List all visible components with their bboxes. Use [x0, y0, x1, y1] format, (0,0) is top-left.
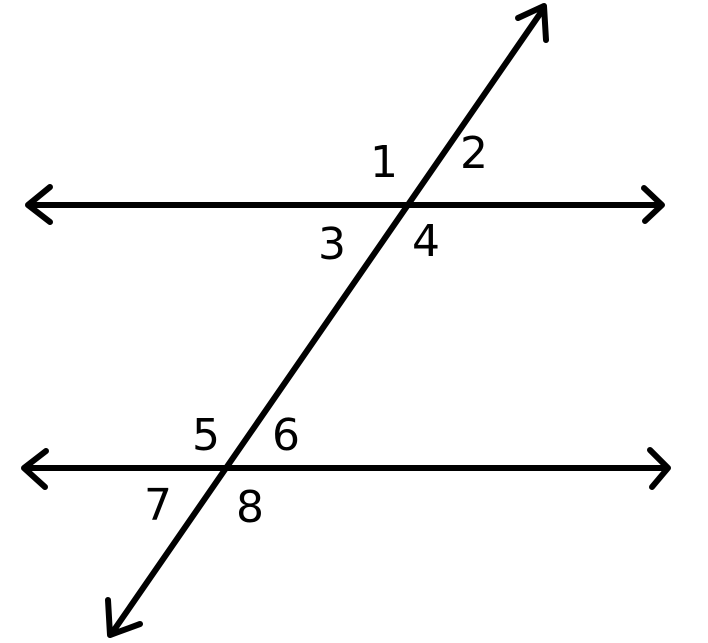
- upper-line-left-arrowhead: [25, 184, 53, 225]
- lower-line-right-arrowhead: [647, 447, 671, 490]
- angle-label-8: 8: [236, 482, 264, 533]
- angle-label-6: 6: [272, 410, 300, 461]
- transversal-line: [105, 3, 549, 638]
- angle-label-1: 1: [370, 137, 398, 188]
- transversal-top-arrowhead: [515, 3, 549, 43]
- angle-label-2: 2: [460, 128, 488, 179]
- upper-parallel-line: [25, 184, 665, 225]
- angle-label-5: 5: [192, 410, 220, 461]
- angle-label-3: 3: [318, 219, 346, 270]
- angle-label-4: 4: [412, 216, 440, 267]
- transversal-segment: [109, 5, 547, 636]
- angle-label-7: 7: [144, 480, 172, 531]
- transversal-bottom-arrowhead: [105, 597, 143, 638]
- lower-line-left-arrowhead: [21, 448, 49, 490]
- lower-parallel-line: [21, 447, 671, 490]
- upper-line-right-arrowhead: [641, 185, 665, 224]
